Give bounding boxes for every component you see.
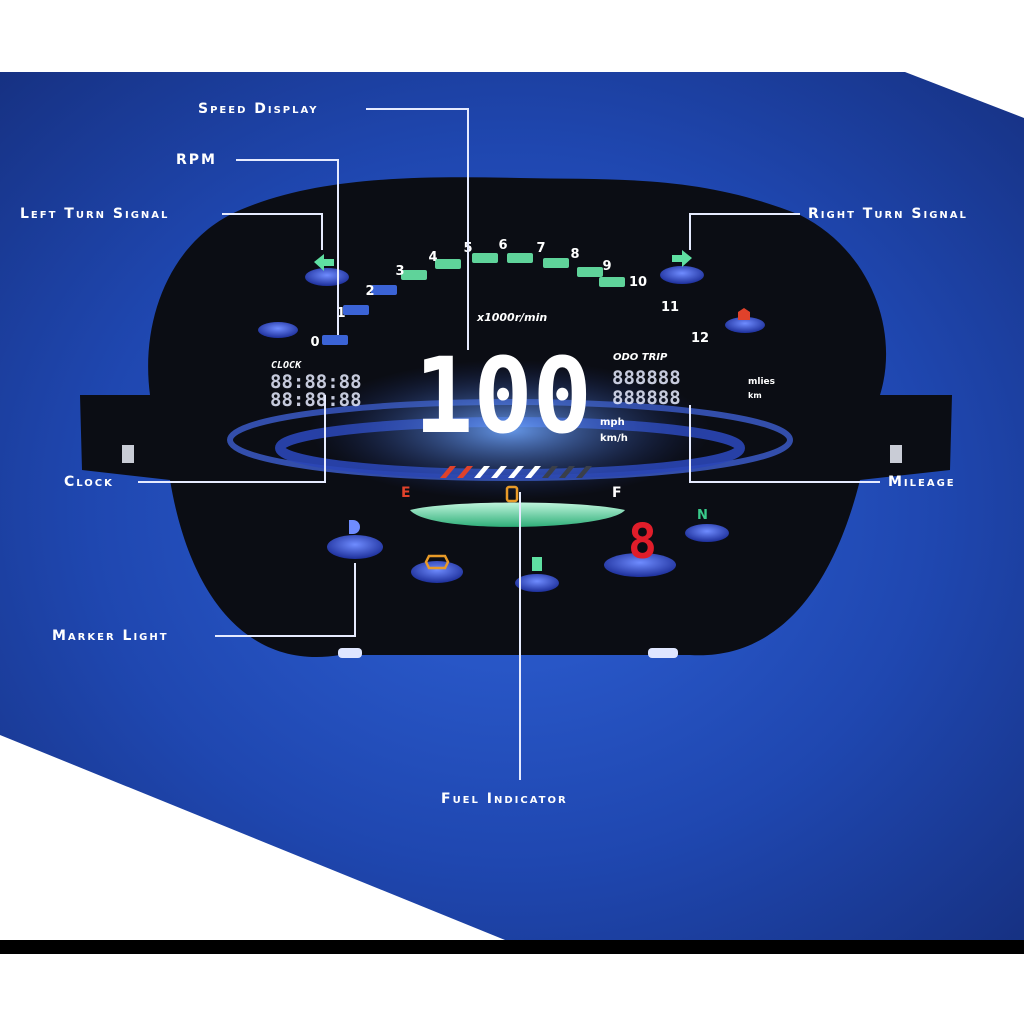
tach-tick-label: 2 bbox=[365, 284, 374, 299]
glow-core bbox=[310, 360, 710, 500]
fuel-bar-segment bbox=[457, 466, 473, 478]
callout-speed-display: Speed Display bbox=[198, 101, 319, 117]
tach-tick-label: 9 bbox=[602, 259, 611, 274]
tach-tick-label: 6 bbox=[498, 238, 507, 253]
tach-tick-label: 0 bbox=[310, 335, 319, 350]
callout-left-turn-signal: Left Turn Signal bbox=[20, 206, 170, 222]
tach-segment bbox=[401, 270, 427, 280]
fuel-empty-label: E bbox=[401, 485, 411, 501]
fuel-green-band bbox=[410, 502, 625, 527]
leader-left-turn bbox=[222, 213, 323, 250]
battery-icon bbox=[532, 557, 542, 571]
tach-tick-label: 3 bbox=[395, 264, 404, 279]
gear-digit: 8 bbox=[628, 514, 657, 570]
left-arrow-icon bbox=[314, 254, 334, 271]
leader-clock bbox=[138, 395, 326, 483]
left-mount-tab bbox=[122, 445, 134, 463]
tach-tick-label: 12 bbox=[691, 331, 709, 346]
callout-rpm: RPM bbox=[176, 152, 217, 168]
fuel-bar-segment bbox=[576, 466, 592, 478]
neutral-pod bbox=[685, 524, 729, 542]
battery-pod bbox=[515, 574, 559, 592]
tach-segment bbox=[343, 305, 369, 315]
tach-segment bbox=[472, 253, 498, 263]
odo-unit-miles: mlies bbox=[748, 377, 775, 387]
clock-digits-bottom: 88:88:88 bbox=[270, 389, 362, 411]
callout-marker-light: Marker Light bbox=[52, 628, 169, 644]
tach-segment bbox=[577, 267, 603, 277]
marker-light-pod bbox=[327, 535, 383, 559]
left-turn-pod bbox=[305, 268, 349, 286]
tach-tick-label: 1 bbox=[336, 306, 345, 321]
fuel-bar-segment bbox=[491, 466, 507, 478]
fuel-pump-icon bbox=[505, 485, 519, 503]
tach-segment bbox=[322, 335, 348, 345]
fuel-bar-segment bbox=[508, 466, 524, 478]
tach-segment bbox=[599, 277, 625, 287]
callout-clock: Clock bbox=[64, 474, 114, 490]
fuel-bar-segment bbox=[542, 466, 558, 478]
tach-tick-label: 11 bbox=[661, 300, 679, 315]
tach-unit: x1000r/min bbox=[476, 311, 547, 324]
tach-tick-label: 7 bbox=[536, 241, 545, 256]
leader-mileage bbox=[689, 405, 880, 483]
fuel-full-label: F bbox=[612, 485, 622, 501]
fuel-bar-segment bbox=[440, 466, 456, 478]
clock-digits-top: 88:88:88 bbox=[270, 371, 362, 393]
tach-segment bbox=[371, 285, 397, 295]
left-side-pod bbox=[258, 322, 298, 338]
warning-icon bbox=[738, 308, 750, 320]
leader-right-turn bbox=[689, 213, 800, 250]
fuel-bar-segment bbox=[559, 466, 575, 478]
gear-pod bbox=[604, 553, 676, 577]
speed-unit-kmh: km/h bbox=[600, 433, 628, 444]
tach-tick-label: 10 bbox=[629, 275, 647, 290]
engine-check-icon bbox=[424, 554, 450, 570]
bottom-left-light bbox=[338, 648, 362, 658]
speed-unit-mph: mph bbox=[600, 417, 625, 428]
odo-digits-bottom: 888888 bbox=[612, 387, 681, 409]
fuel-bar-segment bbox=[474, 466, 490, 478]
fuel-bar-segment bbox=[525, 466, 541, 478]
callout-fuel-indicator: Fuel Indicator bbox=[441, 791, 568, 807]
bottom-bar bbox=[0, 940, 1024, 954]
indicator-pods bbox=[258, 266, 765, 592]
right-turn-pod bbox=[660, 266, 704, 284]
lcd-readouts: CLOCK 88:88:88 88:88:88 x1000r/min 100 m… bbox=[270, 311, 775, 570]
callout-right-turn-signal: Right Turn Signal bbox=[808, 206, 968, 222]
tach-segment bbox=[435, 259, 461, 269]
callout-mileage: Mileage bbox=[888, 474, 956, 490]
leader-rpm bbox=[236, 159, 339, 335]
odo-unit-km: km bbox=[748, 391, 762, 400]
neutral-indicator: N bbox=[697, 508, 708, 523]
headlight-icon bbox=[349, 520, 360, 534]
callout-leader-lines bbox=[138, 108, 880, 780]
tach-tick-label: 8 bbox=[570, 247, 579, 262]
tach-segment bbox=[543, 258, 569, 268]
tach-segment bbox=[507, 253, 533, 263]
speed-value: 100 bbox=[414, 335, 592, 457]
leader-speed-display bbox=[366, 108, 469, 350]
odo-digits-top: 888888 bbox=[612, 367, 681, 389]
right-side-pod bbox=[725, 317, 765, 333]
bottom-right-light bbox=[648, 648, 678, 658]
odo-label: ODO TRIP bbox=[613, 352, 668, 363]
right-mount-tab bbox=[890, 445, 902, 463]
clock-label: CLOCK bbox=[271, 360, 302, 371]
fuel-gauge-bars bbox=[440, 466, 592, 478]
right-arrow-icon bbox=[672, 250, 692, 267]
tach-tick-label: 4 bbox=[428, 250, 437, 265]
engine-pod bbox=[411, 561, 463, 583]
leader-marker-light bbox=[215, 563, 356, 637]
